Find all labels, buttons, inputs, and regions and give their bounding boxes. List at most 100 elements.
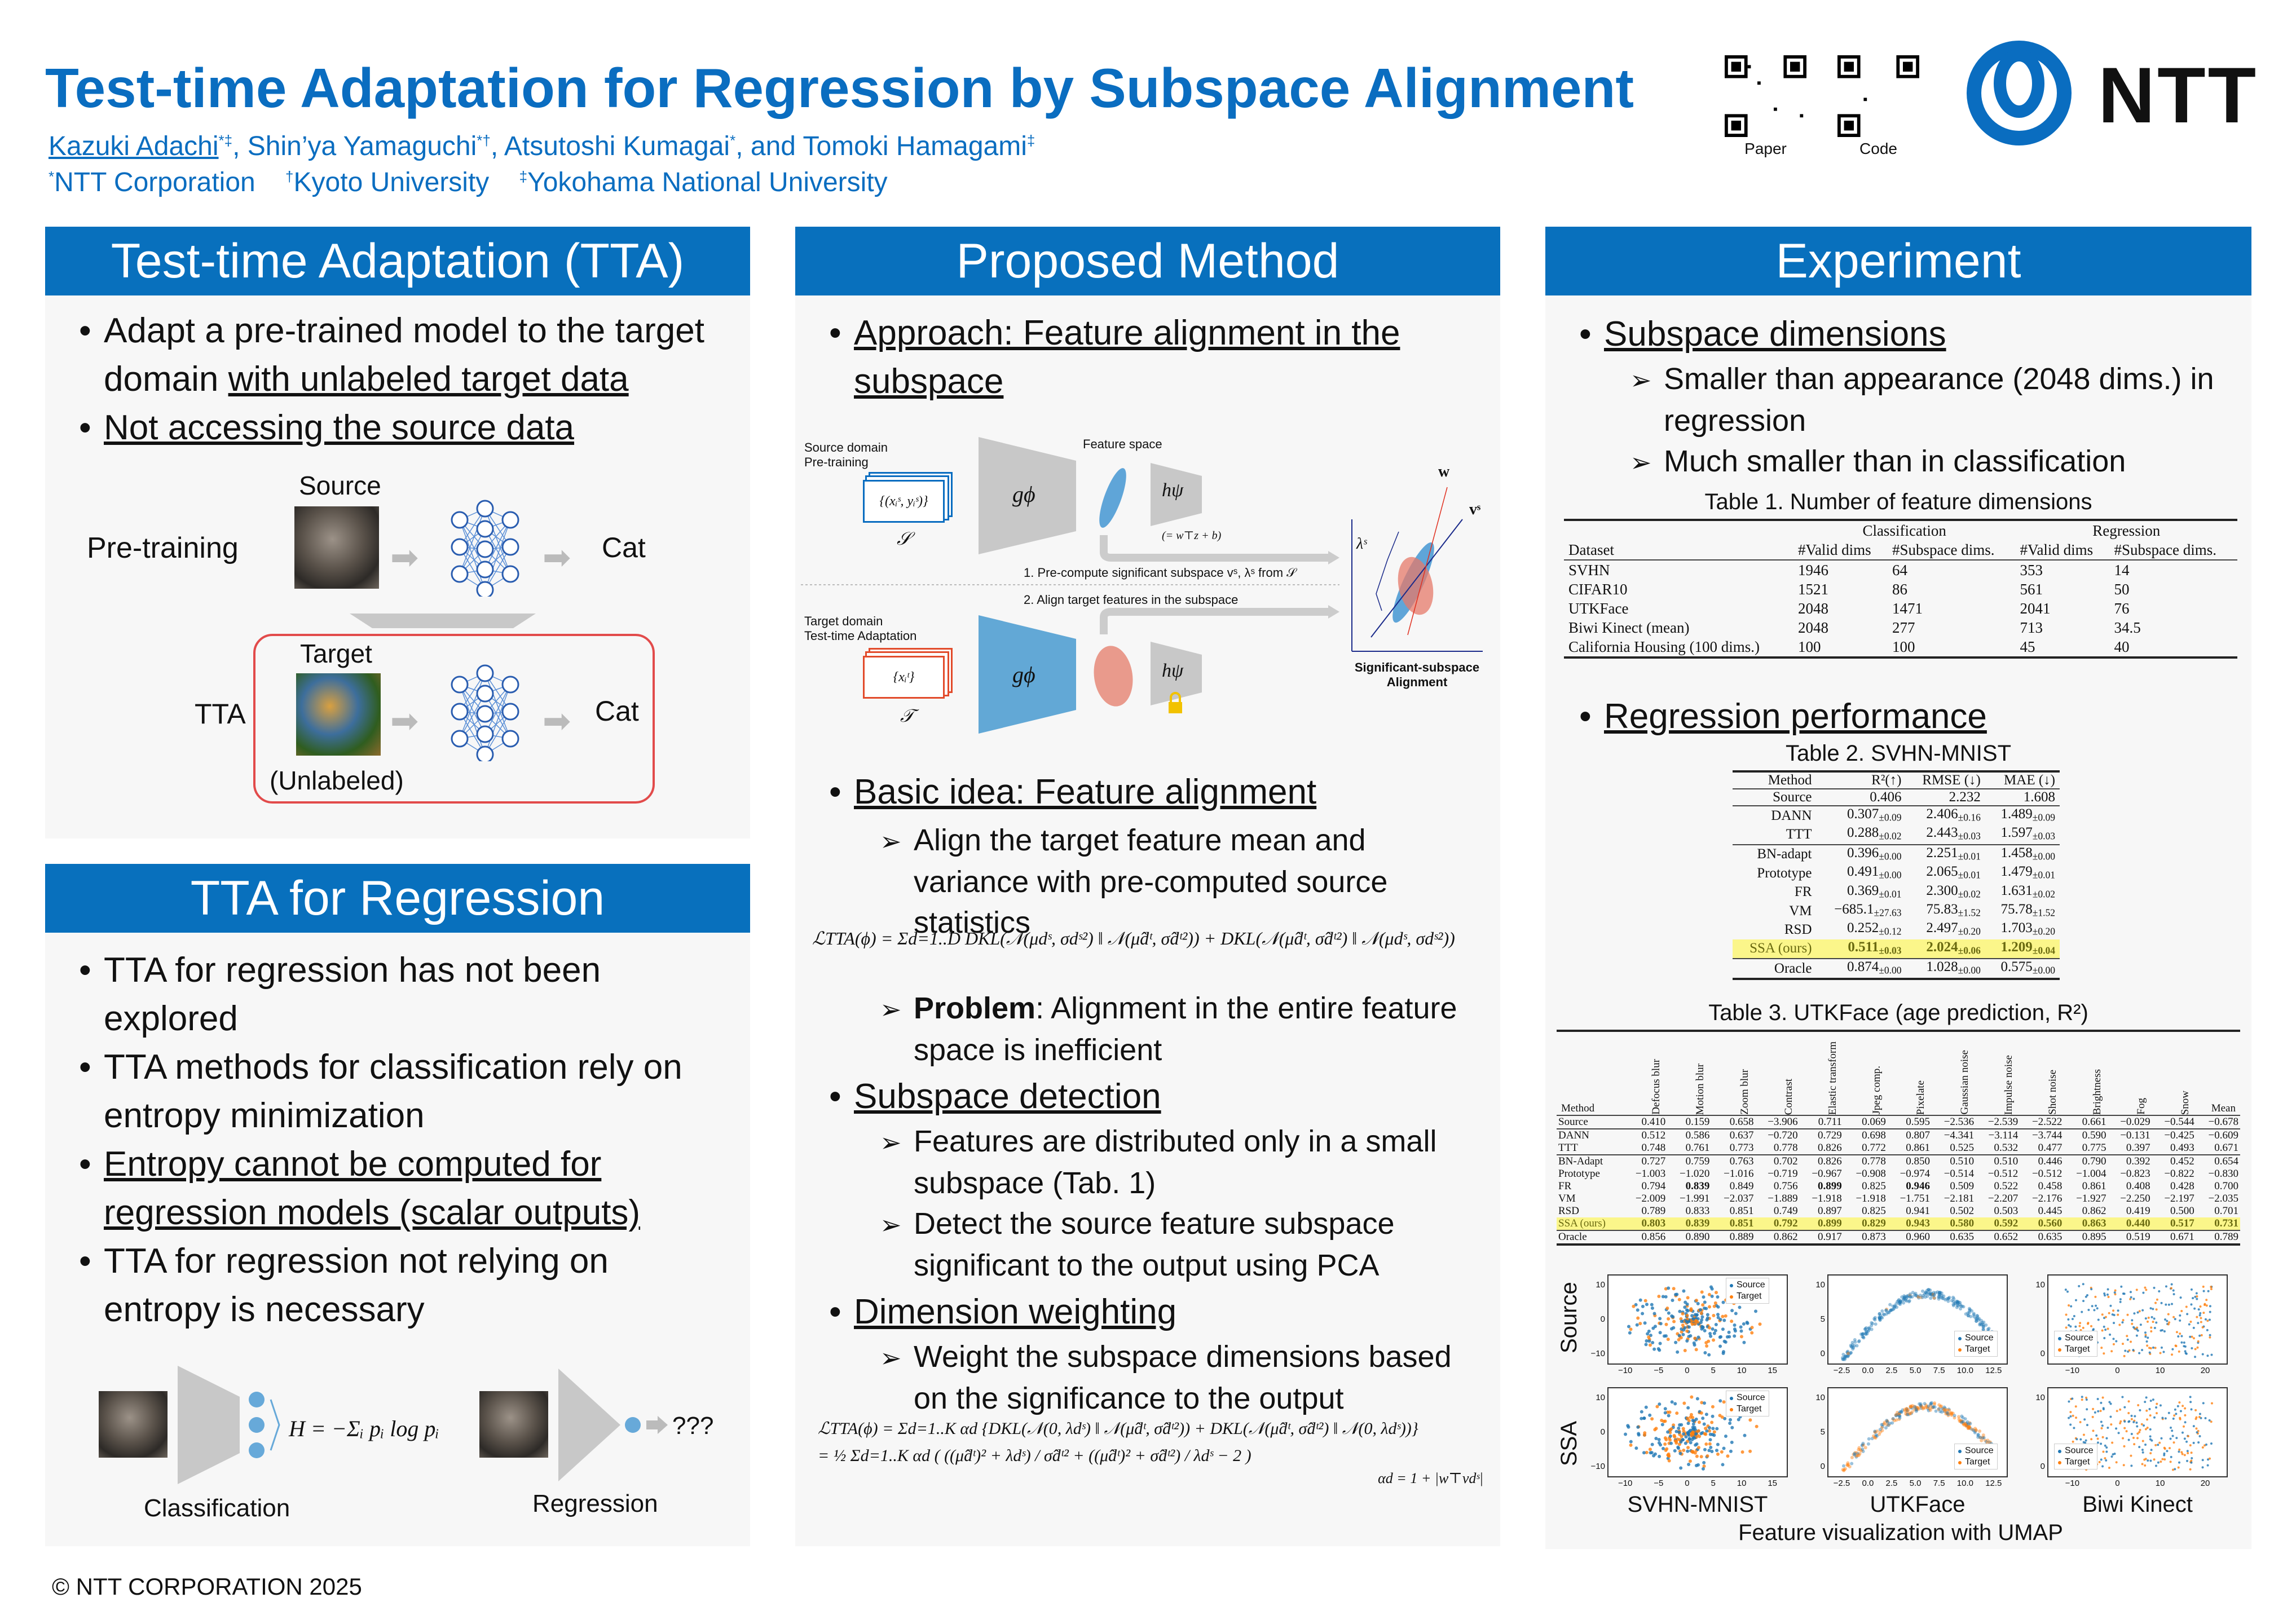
value-cell: 0.671 (2214, 1142, 2238, 1154)
target-point (1686, 1446, 1690, 1450)
target-point (2210, 1286, 2213, 1288)
target-point (2178, 1350, 2180, 1353)
header-cell (1564, 520, 1793, 540)
target-point (1748, 1449, 1752, 1453)
source-point (1863, 1327, 1867, 1331)
source-point (1866, 1329, 1870, 1333)
source-point (1920, 1295, 1924, 1299)
value-cell: 0.428 (2170, 1180, 2194, 1192)
source-point (2082, 1441, 2085, 1444)
source-point (1687, 1429, 1691, 1433)
value: 0.874 (1847, 959, 1879, 974)
caption-regression: Regression (532, 1490, 658, 1517)
target-point (2180, 1309, 2183, 1312)
source-point (2191, 1347, 2193, 1349)
target-point (2150, 1326, 2153, 1329)
table-cell: 45 (2020, 638, 2035, 655)
column-header: Zoom blur (1711, 1031, 1755, 1115)
source-point (1884, 1312, 1888, 1316)
source-point (1955, 1305, 1959, 1309)
value-cell: −0.131 (2120, 1129, 2150, 1141)
value-cell: −2.539 (1987, 1116, 2019, 1128)
target-point (1912, 1408, 1916, 1412)
source-point (1626, 1424, 1630, 1428)
source-point (1708, 1331, 1712, 1335)
source-point (2189, 1396, 2192, 1398)
paper-qr[interactable]: Paper (1725, 55, 1806, 158)
value-cell: 0.396±0.00 (1817, 845, 1906, 864)
target-point (1704, 1432, 1708, 1436)
target-point (2130, 1454, 2132, 1457)
source-point (1896, 1299, 1900, 1303)
value-cell: 0.532 (1994, 1142, 2019, 1154)
target-point (2204, 1304, 2206, 1307)
source-point (1853, 1451, 1857, 1455)
target-point (2123, 1427, 2126, 1429)
source-point (2170, 1283, 2173, 1286)
source-point (1898, 1414, 1902, 1418)
target-point (1974, 1428, 1978, 1432)
target-point (2179, 1332, 2182, 1335)
value-cell: 0.897 (1818, 1205, 1842, 1217)
value-cell: 0.851 (1711, 1217, 1756, 1230)
legend-item: Source (1730, 1392, 1765, 1404)
source-point (2104, 1294, 2106, 1297)
source-point (2123, 1406, 2126, 1409)
source-point (1940, 1410, 1944, 1414)
target-point (1664, 1449, 1668, 1453)
std-value: ±0.00 (1879, 869, 1902, 881)
source-point (1891, 1416, 1895, 1420)
method-cell: Oracle (1774, 960, 1812, 976)
value-cell: 0.595 (1906, 1116, 1931, 1128)
source-point (1981, 1325, 1985, 1329)
table-bottom-rule (1557, 1245, 2240, 1247)
value-cell: 0.517 (2152, 1217, 2196, 1230)
source-point (1880, 1425, 1884, 1429)
target-point (1931, 1292, 1935, 1296)
target-point (2079, 1421, 2082, 1424)
target-point (2137, 1404, 2140, 1406)
source-point (1931, 1294, 1934, 1298)
value-cell: 0.522 (1994, 1180, 2019, 1192)
source-point (1734, 1312, 1738, 1316)
target-point (1905, 1413, 1909, 1416)
source-point (1964, 1424, 1968, 1428)
source-point (1884, 1308, 1888, 1312)
target-point (2205, 1299, 2208, 1301)
source-point (1645, 1339, 1649, 1343)
bullet: Not accessing the source data (79, 404, 733, 452)
value-cell: −2.009 (1635, 1193, 1666, 1204)
source-point (2071, 1397, 2074, 1400)
target-point (1856, 1454, 1859, 1458)
value-cell: −3.114 (1988, 1129, 2019, 1141)
code-qr[interactable]: Code (1837, 55, 1919, 158)
source-point (1733, 1334, 1737, 1338)
source-point (1976, 1316, 1980, 1320)
source-point (1716, 1316, 1720, 1320)
source-point (1932, 1294, 1936, 1298)
source-point (1693, 1436, 1696, 1440)
source-point (1881, 1312, 1885, 1316)
source-point (2130, 1433, 2133, 1436)
target-point (2210, 1420, 2213, 1423)
value: 0.288 (1847, 825, 1879, 841)
target-point (1697, 1420, 1701, 1424)
target-point (2078, 1325, 2081, 1327)
source-point (1686, 1422, 1690, 1426)
target-point (1894, 1418, 1898, 1422)
column-header: Pixelate (1888, 1031, 1932, 1115)
target-point (1748, 1418, 1752, 1422)
source-point (2141, 1349, 2144, 1352)
source-point (2121, 1321, 2124, 1324)
source-point (1853, 1340, 1857, 1344)
target-point (1847, 1463, 1850, 1467)
target-point (1919, 1404, 1923, 1408)
value-cell: −1.751 (1900, 1193, 1931, 1204)
source-point (2096, 1441, 2099, 1444)
source-point (1644, 1405, 1648, 1409)
target-point (2082, 1433, 2085, 1436)
source-point (2210, 1353, 2213, 1356)
